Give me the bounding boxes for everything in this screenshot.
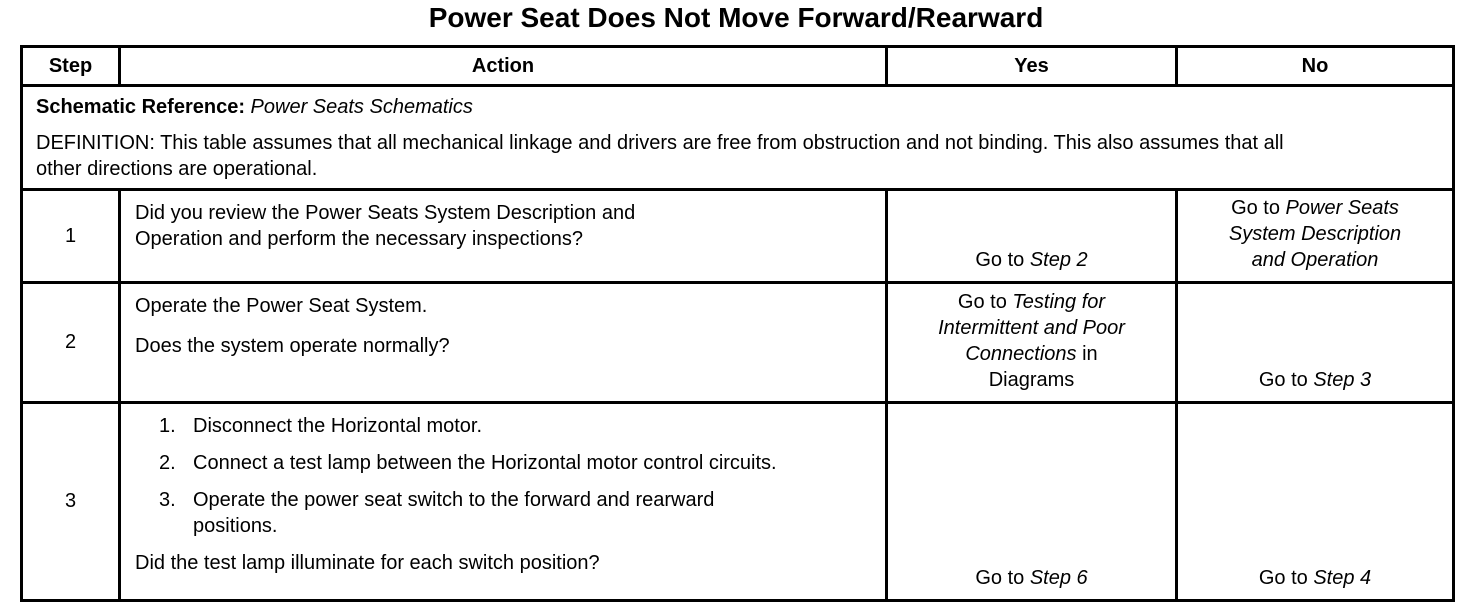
- info-row: Schematic Reference: Power Seats Schemat…: [20, 83, 1455, 192]
- goto-target: Power Seats System Description and Opera…: [1228, 197, 1402, 272]
- goto-text: Go to Step 4: [1188, 565, 1442, 591]
- list-item: 3. Operate the power seat switch to the f…: [159, 487, 804, 539]
- yes-cell: Go to Testing for Intermittent and Poor …: [885, 281, 1178, 405]
- goto-text: Go to Step 2: [898, 247, 1165, 273]
- goto-prefix: Go to: [975, 567, 1030, 590]
- schematic-reference-value: Power Seats Schematics: [250, 96, 473, 118]
- goto-target: Step 6: [1029, 567, 1088, 590]
- info-cell: Schematic Reference: Power Seats Schemat…: [20, 83, 1455, 192]
- no-cell: Go to Power Seats System Description and…: [1175, 188, 1455, 285]
- goto-text: Go to Testing for Intermittent and Poor …: [933, 289, 1131, 393]
- action-question: Does the system operate normally?: [135, 335, 450, 358]
- goto-suffix: in Diagrams: [988, 343, 1098, 392]
- no-cell: Go to Step 4: [1175, 401, 1455, 603]
- goto-prefix: Go to: [1258, 567, 1314, 590]
- yes-cell: Go to Step 6: [885, 401, 1178, 603]
- page-title: Power Seat Does Not Move Forward/Rearwar…: [428, 2, 1044, 33]
- schematic-reference-label: Schematic Reference:: [36, 96, 245, 118]
- table-header-row: Step Action Yes No: [20, 45, 1455, 87]
- table-row: 2 Operate the Power Seat System. Does th…: [20, 281, 1455, 405]
- goto-target: Testing for Intermittent and Poor Connec…: [938, 291, 1125, 366]
- list-item-text: Disconnect the Horizontal motor.: [193, 415, 483, 438]
- action-cell: 1. Disconnect the Horizontal motor. 2. Con…: [118, 401, 888, 603]
- goto-prefix: Go to: [957, 291, 1013, 314]
- yes-cell: Go to Step 2: [885, 188, 1178, 285]
- column-header-yes: Yes: [885, 45, 1178, 87]
- column-header-no: No: [1175, 45, 1455, 87]
- table-row: 1 Did you review the Power Seats System …: [20, 188, 1455, 285]
- list-item-number: 1.: [159, 415, 176, 438]
- action-cell: Did you review the Power Seats System De…: [118, 188, 888, 285]
- action-text: Operate the Power Seat System.: [135, 295, 428, 318]
- goto-target: Step 2: [1029, 249, 1088, 272]
- step-number: 1: [20, 188, 121, 285]
- goto-target: Step 4: [1313, 567, 1372, 590]
- list-item-number: 2.: [159, 452, 176, 475]
- goto-text: Go to Step 6: [898, 565, 1165, 591]
- goto-text: Go to Step 3: [1188, 367, 1442, 393]
- no-cell: Go to Step 3: [1175, 281, 1455, 405]
- goto-prefix: Go to: [1231, 197, 1286, 220]
- step-number: 2: [20, 281, 121, 405]
- action-text: Did you review the Power Seats System De…: [135, 202, 636, 251]
- action-numbered-list: 1. Disconnect the Horizontal motor. 2. Con…: [159, 413, 871, 539]
- goto-target: Step 3: [1313, 369, 1372, 392]
- goto-prefix: Go to: [975, 249, 1030, 272]
- goto-prefix: Go to: [1258, 369, 1314, 392]
- goto-text: Go to Power Seats System Description and…: [1216, 195, 1414, 273]
- list-item-text: Operate the power seat switch to the for…: [193, 489, 715, 538]
- list-item-number: 3.: [159, 489, 176, 512]
- column-header-action: Action: [118, 45, 888, 87]
- schematic-reference: Schematic Reference: Power Seats Schemat…: [36, 95, 1439, 120]
- step-number: 3: [20, 401, 121, 603]
- table-row: 3 1. Disconnect the Horizontal motor. 2. C…: [20, 401, 1455, 603]
- list-item: 1. Disconnect the Horizontal motor.: [159, 413, 804, 439]
- list-item-text: Connect a test lamp between the Horizont…: [193, 452, 777, 475]
- action-cell: Operate the Power Seat System. Does the …: [118, 281, 888, 405]
- diagnostic-table: Step Action Yes No Schematic Reference: …: [20, 45, 1455, 603]
- action-question: Did the test lamp illuminate for each sw…: [135, 552, 600, 575]
- definition-text: DEFINITION: This table assumes that all …: [36, 132, 1284, 180]
- column-header-step: Step: [20, 45, 121, 87]
- list-item: 2. Connect a test lamp between the Horizo…: [159, 450, 804, 476]
